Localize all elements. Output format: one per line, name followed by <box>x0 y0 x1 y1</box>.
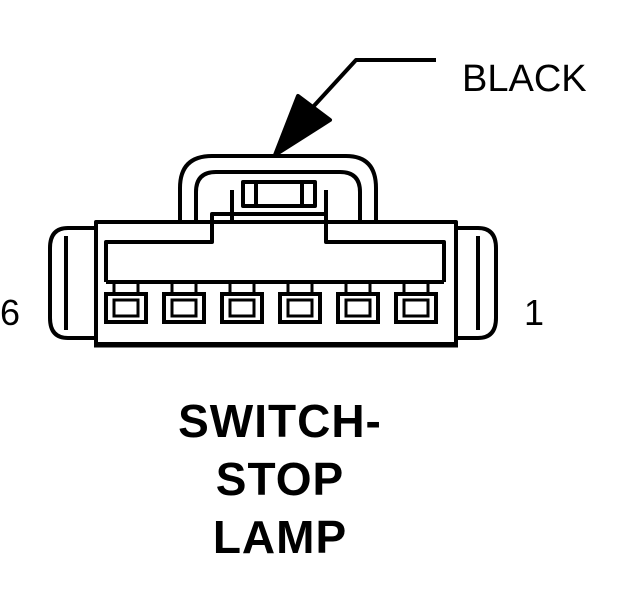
latch-inner <box>194 170 362 222</box>
body-step <box>104 212 446 282</box>
pin-cavity <box>336 282 380 324</box>
pin-cavity <box>394 282 438 324</box>
pin-cavity <box>104 282 148 324</box>
pin-cavity <box>220 282 264 324</box>
leader-line <box>310 58 436 110</box>
right-ear <box>454 226 498 340</box>
title-line-2: STOP <box>215 453 345 505</box>
connector-body <box>94 220 458 346</box>
wire-color-label: BLACK <box>462 58 587 100</box>
pin-number-right: 1 <box>524 292 545 333</box>
pin-number-left: 6 <box>0 292 21 333</box>
title-line-1: SWITCH- <box>178 395 382 447</box>
latch-outer <box>178 154 378 222</box>
pin-cavity <box>278 282 322 324</box>
left-ear <box>48 226 96 340</box>
latch-tab <box>241 180 317 208</box>
title-line-3: LAMP <box>212 511 348 563</box>
pin-cavity <box>162 282 206 324</box>
arrow-head-icon <box>273 94 332 157</box>
connector-title: SWITCH- STOP LAMP <box>130 392 430 566</box>
